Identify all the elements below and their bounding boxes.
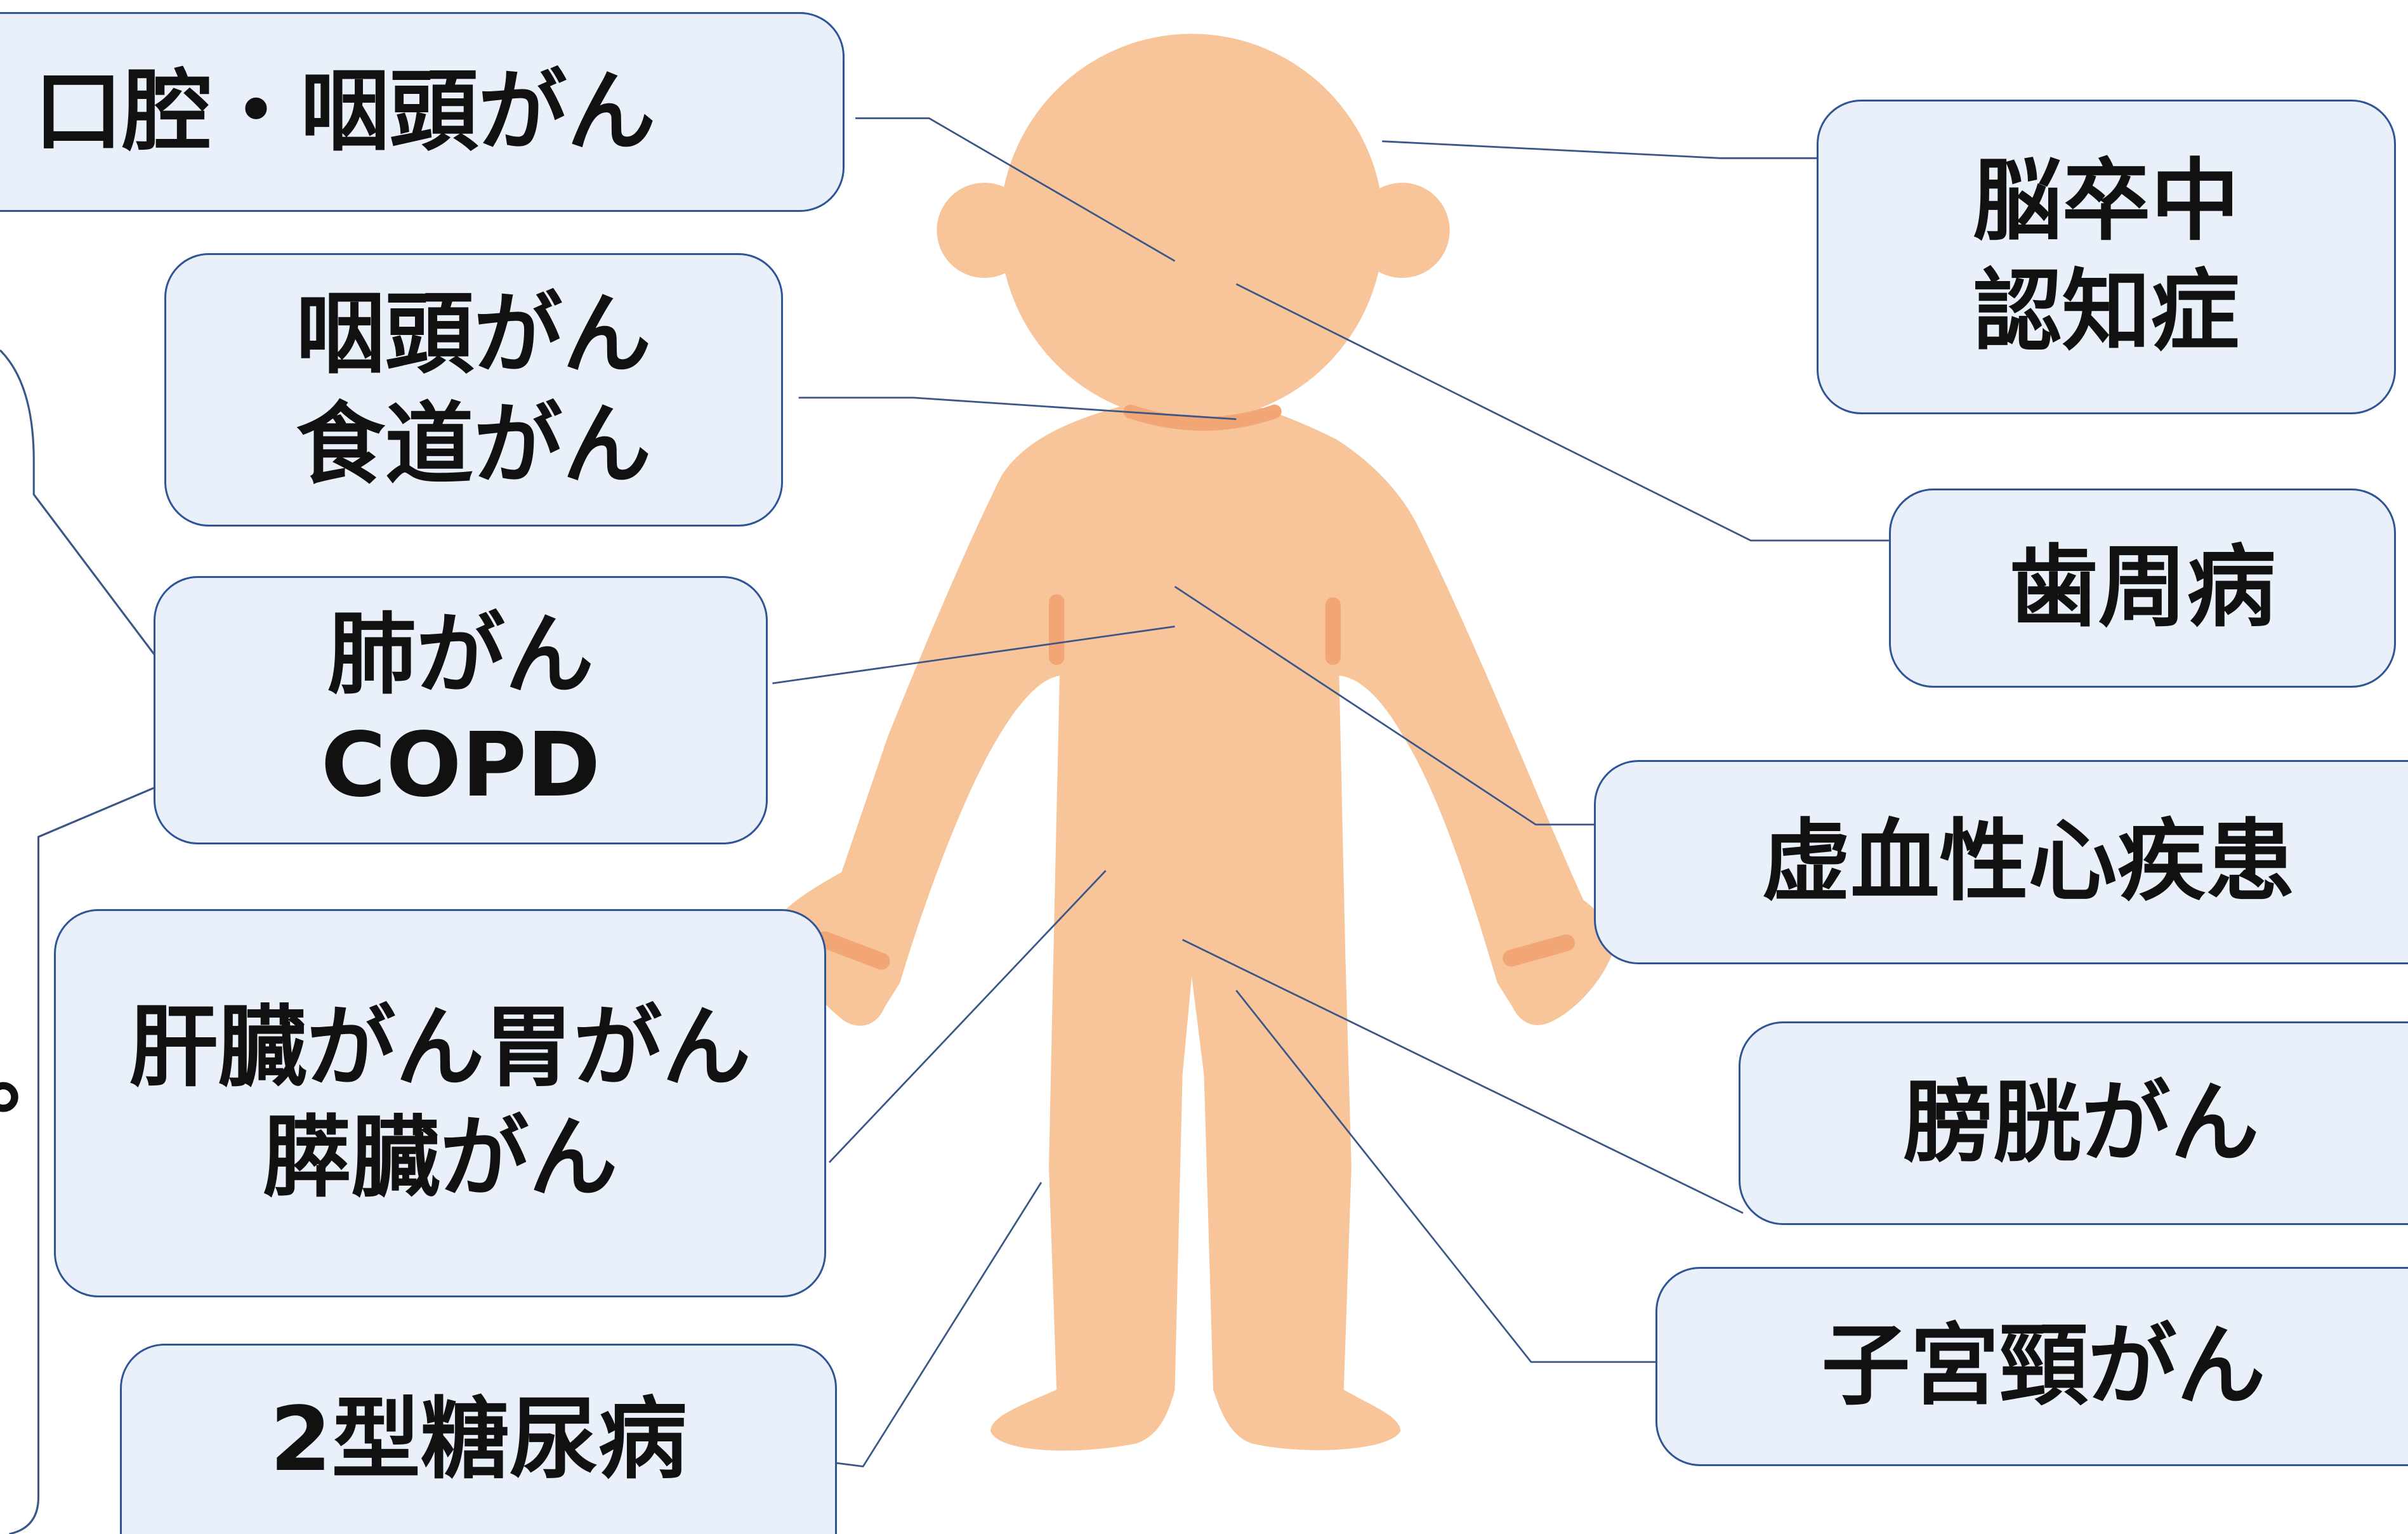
label-text: 子宮頸がん: [1821, 1314, 2266, 1419]
label-box-bladder-cancer: 膀胱がん: [1739, 1021, 2408, 1225]
label-text: 虚血性心疾患: [1761, 810, 2295, 914]
connector-line-periodontal: [1235, 283, 1889, 542]
label-box-oral-pharyngeal-cancer: 口腔・咽頭がん: [0, 12, 845, 212]
label-text: 脳卒中: [1973, 150, 2240, 254]
connector-line-digestive: [828, 870, 1107, 1164]
speech-bubble-outline: [0, 349, 232, 1534]
connector-line-cervical: [1235, 990, 1656, 1363]
label-text: 膵臓がん: [262, 1106, 618, 1210]
label-text: 食道がん: [296, 393, 652, 497]
connector-lines: [772, 117, 1889, 1467]
label-box-pharyngeal-esophageal-cancer: 咽頭がん 食道がん: [164, 253, 783, 527]
head: [999, 34, 1384, 421]
label-box-type2-diabetes: 2型糖尿病: [120, 1344, 837, 1534]
connector-line-pharynx: [798, 397, 1237, 421]
label-text: 肺がん: [327, 603, 594, 707]
connector-line-oral: [855, 117, 1176, 262]
label-box-ischemic-heart-disease: 虚血性心疾患: [1594, 760, 2408, 964]
label-box-stroke-dementia: 脳卒中 認知症: [1817, 100, 2396, 414]
neck-collar-mark: [1123, 404, 1282, 431]
label-text: 認知症: [1973, 260, 2240, 364]
label-text: 膀胱がん: [1904, 1071, 2260, 1175]
label-text: 歯周病: [2009, 536, 2276, 640]
right-wrist-mark: [1503, 934, 1575, 967]
connector-line-brain: [1382, 140, 1817, 159]
connector-line-lung: [772, 626, 1175, 685]
left-wrist-mark: [816, 931, 890, 970]
torso-arms-legs: [773, 402, 1617, 1451]
label-box-liver-stomach-pancreatic-cancer: 肝臓がん胃がん 膵臓がん: [54, 909, 826, 1297]
label-text: COPD: [320, 713, 601, 817]
label-text: 口腔・咽頭がん: [34, 60, 656, 164]
label-text: 肝臓がん胃がん: [129, 996, 751, 1100]
label-box-lung-cancer-copd: 肺がん COPD: [154, 576, 768, 844]
connector-line-bladder: [1182, 939, 1744, 1214]
label-text: 2型糖尿病: [270, 1387, 687, 1491]
connector-line-heart: [1174, 586, 1595, 826]
child-body-silhouette-icon: [773, 34, 1617, 1451]
label-text: 咽頭がん: [296, 282, 652, 386]
label-box-cervical-cancer: 子宮頸がん: [1655, 1267, 2408, 1466]
label-box-periodontal-disease: 歯周病: [1889, 488, 2396, 688]
